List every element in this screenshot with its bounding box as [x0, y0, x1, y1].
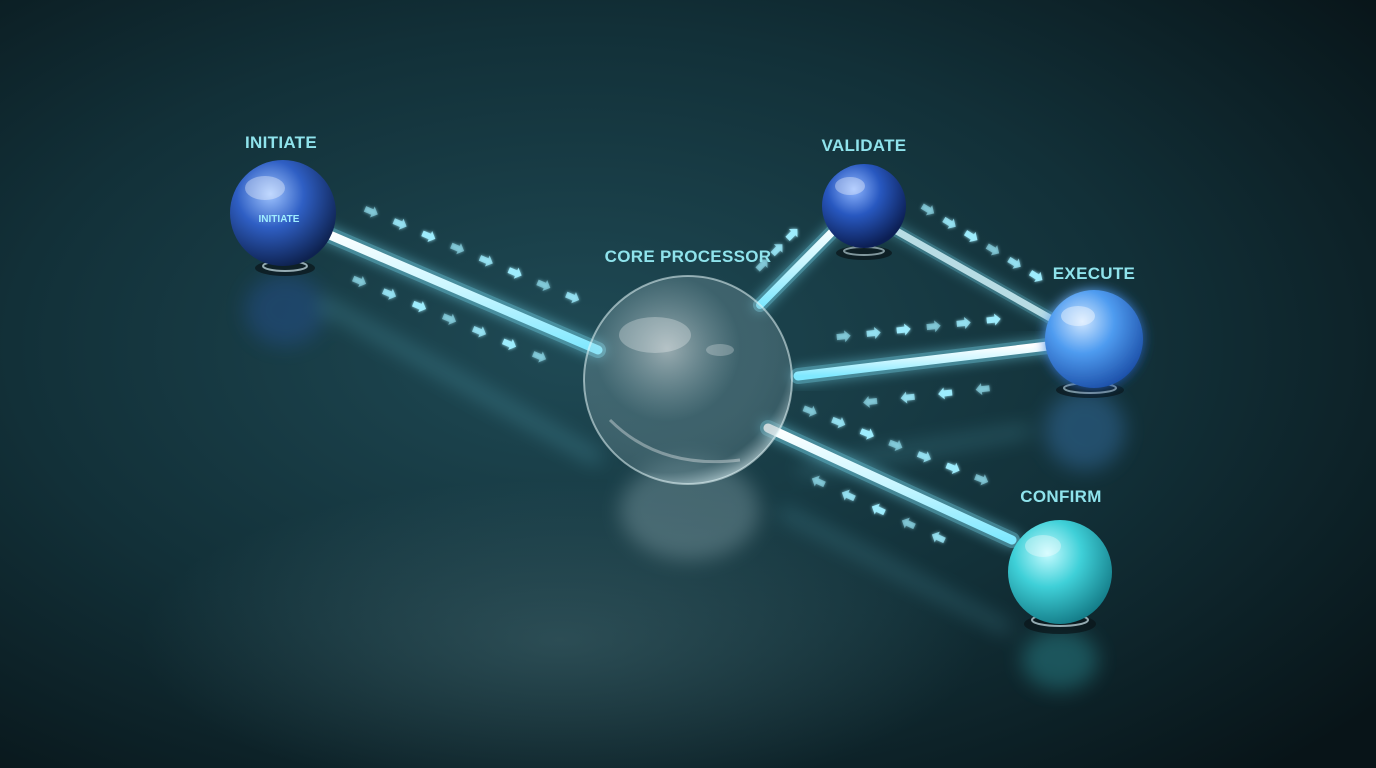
validate-label: VALIDATE — [822, 136, 907, 155]
flow-arrow — [351, 275, 367, 288]
flow-arrows — [351, 203, 1043, 544]
flow-arrow — [802, 405, 817, 417]
flow-arrow — [985, 243, 1000, 256]
flow-arrow — [836, 330, 851, 343]
flow-arrow — [441, 313, 457, 325]
node-validate: VALIDATE — [822, 136, 907, 260]
flow-arrow — [945, 462, 960, 474]
node-core-processor: CORE PROCESSOR — [583, 247, 793, 485]
edge-initiate-core — [310, 222, 606, 358]
node-confirm: CONFIRM — [1008, 487, 1112, 634]
core-processor-label: CORE PROCESSOR — [605, 247, 772, 266]
flow-arrow — [565, 291, 580, 304]
flow-arrow — [956, 317, 971, 329]
edge-core-confirm — [760, 420, 1020, 548]
reflections — [245, 274, 1125, 690]
flow-arrow — [831, 416, 846, 429]
flow-arrow — [896, 323, 911, 336]
flow-arrow — [841, 489, 856, 502]
flow-arrow — [507, 267, 522, 279]
flow-arrow — [931, 531, 946, 544]
flow-arrow — [920, 203, 935, 216]
node-initiate: INITIATE INITIATE — [230, 133, 336, 276]
flow-arrow — [450, 242, 465, 255]
flow-arrow — [888, 439, 903, 452]
flow-arrow — [770, 244, 783, 257]
flow-arrow — [363, 206, 378, 218]
execute-label: EXECUTE — [1053, 264, 1135, 283]
flow-arrow — [938, 387, 953, 400]
flow-arrow — [381, 288, 397, 300]
initiate-inner-label: INITIATE — [259, 214, 300, 225]
flow-arrow — [863, 395, 878, 408]
flow-arrow — [471, 326, 487, 338]
flow-arrow — [974, 474, 989, 486]
connections — [310, 215, 1056, 548]
flow-arrow — [900, 391, 915, 404]
flow-arrow — [963, 230, 978, 243]
flow-arrow — [942, 216, 956, 229]
floor-light — [140, 480, 980, 768]
flow-arrow — [421, 230, 436, 243]
flow-arrow — [926, 320, 941, 333]
flow-arrow — [411, 300, 427, 313]
flow-arrow — [1028, 270, 1043, 283]
flow-arrow — [536, 279, 551, 292]
flow-arrow — [478, 255, 493, 267]
flow-arrow — [975, 383, 990, 396]
flow-arrow — [916, 451, 931, 463]
flow-arrow — [901, 517, 916, 530]
edge-core-validate — [753, 215, 849, 312]
flow-arrow — [785, 228, 798, 242]
edge-core-execute — [790, 338, 1056, 384]
flow-arrow — [871, 503, 886, 516]
flow-arrow — [811, 475, 826, 488]
flow-arrow — [392, 218, 407, 230]
flow-arrow — [501, 338, 517, 351]
initiate-label: INITIATE — [245, 133, 317, 152]
edge-validate-execute — [880, 219, 1056, 324]
flow-arrow — [755, 259, 768, 272]
confirm-label: CONFIRM — [1020, 487, 1101, 506]
flow-arrow — [859, 428, 874, 440]
flow-arrow — [531, 351, 547, 363]
flow-arrow — [986, 313, 1001, 326]
node-execute: EXECUTE — [1045, 264, 1143, 398]
flow-arrow — [866, 327, 881, 339]
flow-arrow — [1007, 256, 1021, 269]
